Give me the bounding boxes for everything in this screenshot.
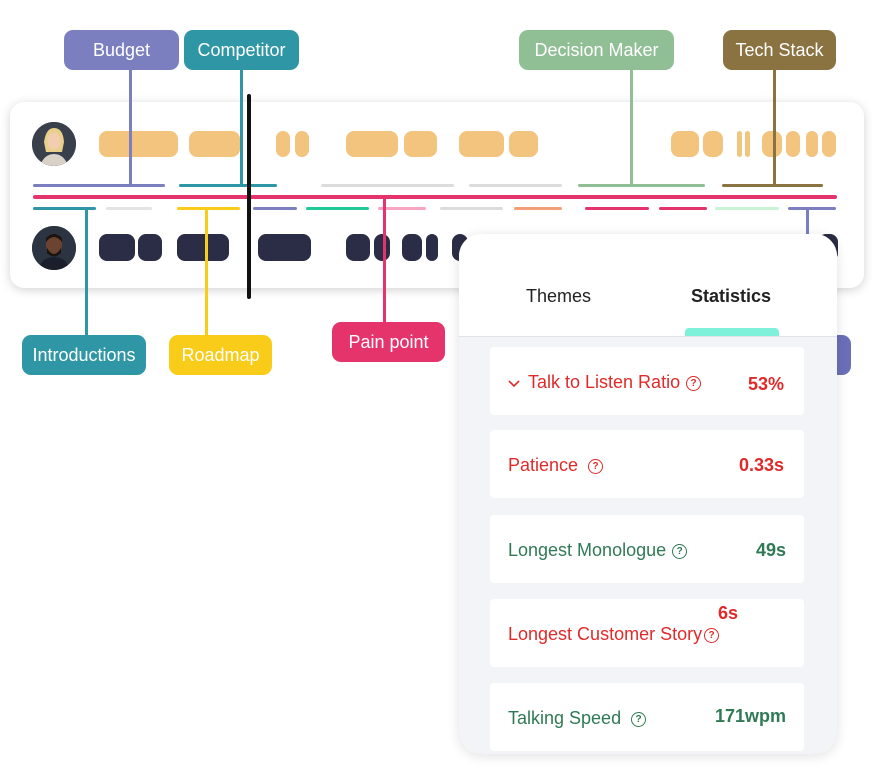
speech-segment[interactable]: [402, 234, 422, 261]
speech-segment[interactable]: [99, 234, 135, 261]
chevron-down-icon[interactable]: [508, 372, 520, 393]
speech-segment[interactable]: [737, 131, 742, 157]
stat-value: 171wpm: [714, 706, 786, 726]
tag-introductions[interactable]: Introductions: [22, 335, 146, 375]
tab-statistics[interactable]: Statistics: [691, 286, 772, 306]
speech-segment[interactable]: [459, 131, 504, 157]
playhead[interactable]: [247, 94, 251, 299]
tech-stack-connector: [773, 68, 776, 185]
budget-connector: [129, 68, 132, 185]
stat-label: Patience?: [508, 455, 604, 476]
speech-segment[interactable]: [189, 131, 240, 157]
help-icon[interactable]: ?: [631, 712, 647, 727]
speech-segment[interactable]: [258, 234, 311, 261]
topic-bar-roadmap[interactable]: [177, 207, 240, 210]
stat-value: 49s: [755, 540, 786, 560]
speech-segment[interactable]: [509, 131, 538, 157]
stat-label: Talk to Listen Ratio?: [508, 372, 702, 393]
tag-roadmap[interactable]: Roadmap: [169, 335, 272, 375]
topic-bar-budget[interactable]: [33, 184, 165, 187]
statistics-panel: Themes Statistics Talk to Listen Ratio? …: [459, 234, 837, 754]
tech-stack-lower-connector: [806, 208, 809, 236]
speech-segment[interactable]: [426, 234, 438, 261]
tag-budget[interactable]: Budget: [64, 30, 179, 70]
help-icon[interactable]: ?: [704, 628, 720, 643]
panel-tabs: Themes Statistics: [459, 234, 837, 337]
speech-segment[interactable]: [806, 131, 818, 157]
pain-point-connector: [383, 197, 386, 322]
stat-value: 0.33s: [738, 455, 784, 475]
tab-themes[interactable]: Themes: [526, 286, 592, 306]
topic-bar: [659, 207, 707, 210]
speech-segment[interactable]: [703, 131, 723, 157]
competitor-connector: [240, 68, 243, 185]
active-tab-indicator: [685, 328, 779, 336]
tag-pain-point[interactable]: Pain point: [332, 322, 445, 362]
speech-segment[interactable]: [745, 131, 750, 157]
stat-patience[interactable]: Patience? 0.33s: [490, 430, 804, 498]
stat-value: 53%: [747, 374, 784, 394]
help-icon[interactable]: ?: [588, 459, 604, 474]
pain-point-track: [33, 195, 837, 199]
topic-bar: [715, 207, 779, 210]
speaker-avatar-customer: [32, 226, 76, 270]
speech-segment[interactable]: [138, 234, 162, 261]
topic-bar-competitor[interactable]: [179, 184, 277, 187]
speech-segment[interactable]: [99, 131, 178, 157]
topic-bar: [106, 207, 152, 210]
topic-bar: [440, 207, 503, 210]
topic-bar: [253, 207, 297, 210]
topic-bar: [306, 207, 369, 210]
roadmap-connector: [205, 208, 208, 338]
topic-bar-decision-maker[interactable]: [578, 184, 705, 187]
topic-bar: [585, 207, 649, 210]
topic-bar: [378, 207, 426, 210]
speech-segment[interactable]: [786, 131, 800, 157]
speaker-avatar-rep: [32, 122, 76, 166]
help-icon[interactable]: ?: [686, 376, 702, 391]
speech-segment[interactable]: [346, 131, 398, 157]
tag-decision-maker[interactable]: Decision Maker: [519, 30, 674, 70]
topic-bar: [788, 207, 836, 210]
speech-segment[interactable]: [822, 131, 836, 157]
stat-label: Talking Speed?: [508, 708, 647, 729]
speech-segment[interactable]: [671, 131, 699, 157]
speech-segment[interactable]: [346, 234, 370, 261]
stat-talk-listen-ratio[interactable]: Talk to Listen Ratio? 53%: [490, 347, 804, 415]
stat-value: 6s: [718, 603, 739, 623]
decision-maker-connector: [630, 68, 633, 185]
topic-bar: [469, 184, 562, 187]
speech-segment[interactable]: [177, 234, 229, 261]
speech-segment[interactable]: [295, 131, 309, 157]
introductions-connector: [85, 208, 88, 338]
stat-longest-customer-story[interactable]: 6s Longest Customer Story?: [490, 599, 804, 667]
help-icon[interactable]: ?: [672, 544, 688, 559]
stat-longest-monologue[interactable]: Longest Monologue? 49s: [490, 515, 804, 583]
stat-label: Longest Customer Story?: [508, 624, 720, 645]
speech-segment[interactable]: [374, 234, 390, 261]
topic-bar: [514, 207, 562, 210]
topic-bar: [321, 184, 454, 187]
stat-talking-speed[interactable]: Talking Speed? 171wpm: [490, 683, 804, 751]
tag-competitor[interactable]: Competitor: [184, 30, 299, 70]
speech-segment[interactable]: [762, 131, 782, 157]
speech-segment[interactable]: [276, 131, 290, 157]
topic-bar-introductions[interactable]: [33, 207, 96, 210]
topic-bar-tech-stack[interactable]: [722, 184, 823, 187]
stat-label: Longest Monologue?: [508, 540, 688, 561]
tag-tech-stack[interactable]: Tech Stack: [723, 30, 836, 70]
speech-segment[interactable]: [404, 131, 437, 157]
